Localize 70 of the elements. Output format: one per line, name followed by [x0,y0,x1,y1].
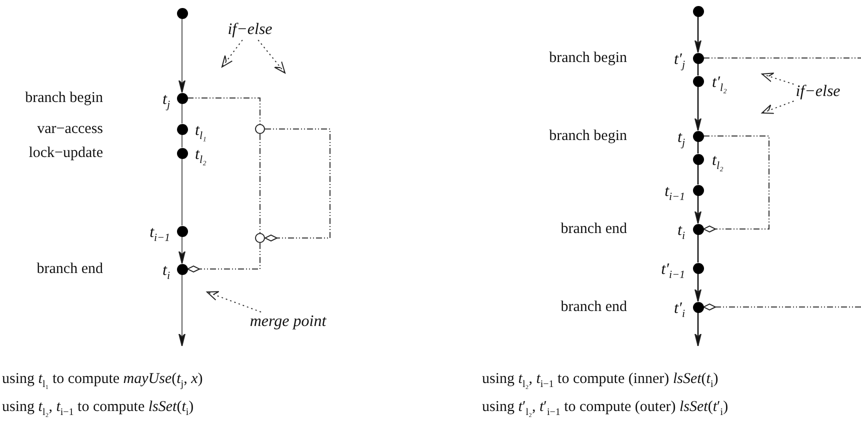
timeline-arrow [694,196,702,224]
event-label: branch begin [549,128,627,144]
timeline-segment [181,134,183,148]
timeline-segment [697,234,699,262]
note-text: using t$_{l₂}$, t$_{i−1}$ to compute (inner) lsSet(t$_{i}$) [482,372,718,390]
time-label: t$_{l₂}$ [712,153,724,173]
note-text: using t$_{l₁}$ to compute mayUse(t$_{j}$, x) [2,372,203,390]
timeline-segment [181,158,183,226]
event-dot [692,262,704,274]
time-label: t′$_{i}$ [674,301,685,321]
time-label: t′$_{i−1}$ [661,262,685,282]
note-text: using t$_{l₂}$, t$_{i−1}$ to compute lsSet(t$_{i}$) [2,400,194,418]
callout-label: if−else [228,22,272,38]
event-dot [176,124,188,134]
leader-arrow [258,40,286,74]
event-dot [176,8,188,18]
event-dot [692,154,704,164]
event-dot [692,302,704,312]
timeline-segment [697,64,699,76]
time-label: t$_{j}$ [677,130,685,150]
time-label: t$_{i}$ [677,223,685,243]
event-dot [176,264,188,274]
time-label: t$_{j}$ [162,92,170,112]
timeline-segment [181,104,183,124]
timeline-arrow [178,274,186,346]
branch-connector [703,136,770,232]
time-label: t$_{l₁}$ [195,123,206,143]
event-dot [692,76,704,86]
leader-arrow [206,291,262,312]
event-dot [692,130,704,142]
leader-arrow [762,100,794,114]
timeline-arrow [694,86,702,131]
timeline-segment [697,164,699,184]
callout-label: merge point [250,314,326,330]
junction-circle [255,124,265,134]
event-dot [176,226,188,236]
junction-circle [255,233,265,243]
time-label: t$_{l₂}$ [195,147,206,167]
timeline-arrow [694,274,702,302]
event-dot [692,184,704,196]
event-label: branch end [560,222,627,236]
event-label: branch begin [549,50,627,66]
timeline-arrow [178,18,186,93]
timeline-arrow [694,312,702,346]
event-label: branch end [560,300,627,314]
event-dot [176,148,188,158]
branch-connector [187,242,260,272]
event-label: var−access [37,122,103,136]
time-label: t$_{i−1}$ [150,225,170,245]
event-dot [692,6,704,16]
leader-arrow [222,40,243,68]
callout-label: if−else [796,84,840,100]
note-text: using t′$_{l₂}$, t′$_{i−1}$ to compute (outer) lsSet(t′$_{i}$) [482,400,728,418]
time-label: t$_{i−1}$ [664,184,685,204]
time-label: t′$_{j}$ [674,52,685,72]
event-dot [692,52,704,64]
event-label: branch begin [25,90,103,106]
branch-connector [264,128,330,242]
leader-arrow [762,72,794,85]
timeline-arrow [694,16,702,53]
event-dot [692,224,704,234]
timeline-arrow [178,236,186,264]
branch-connector [187,98,260,124]
time-label: t′$_{l₂}$ [712,75,727,95]
timeline-segment [697,142,699,154]
event-dot [176,92,188,104]
time-label: t$_{i}$ [162,263,170,283]
event-label: lock−update [28,146,103,160]
event-label: branch end [36,262,103,276]
branch-connector [703,304,861,310]
